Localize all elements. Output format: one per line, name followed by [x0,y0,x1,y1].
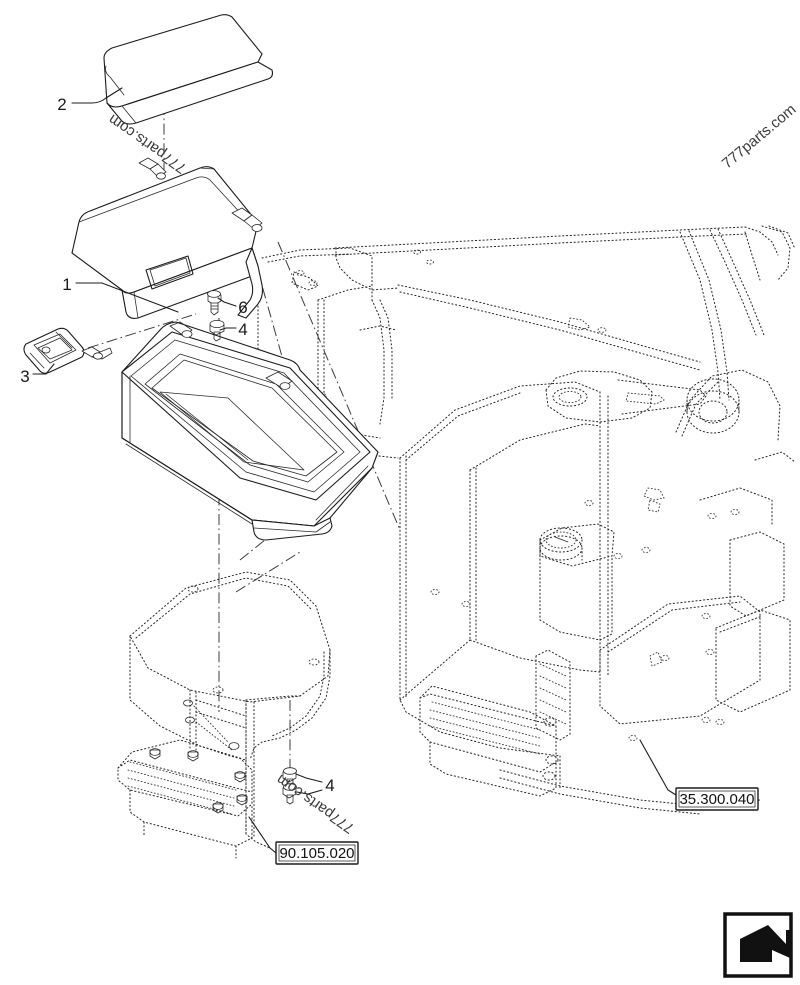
part-lid-cover [103,14,274,125]
part-toolbox-lid-panel [71,157,264,319]
reference-label-35-300-040: 35.300.040 [679,791,754,808]
watermark-top-right: 777parts.com [719,101,800,172]
reference-box-90-105-020[interactable]: 90.105.020 [275,841,359,865]
reference-label-90-105-020: 90.105.020 [279,845,354,862]
bracket-fastener-set [149,699,248,814]
fastener-nut-4-lower-a [282,767,297,788]
orientation-logo [723,912,793,978]
hinge-pin-right [231,207,263,232]
fastener-nut-4-upper [209,319,225,342]
fastener-bolt-6 [207,290,222,316]
callout-numbers: 2 1 3 6 4 4 [20,95,334,795]
part-toolbox-body [121,321,379,541]
hinge-pin-left [138,157,167,180]
callout-4-upper-label: 4 [238,320,247,339]
reference-box-35-300-040[interactable]: 35.300.040 [675,787,759,811]
callout-4-lower-label: 4 [325,776,334,795]
lower-left-bracket-assembly [117,571,331,859]
callout-2-label: 2 [57,95,66,114]
callout-3-label: 3 [20,367,29,386]
callout-1-label: 1 [62,275,71,294]
machine-context-phantom [257,225,796,815]
leader-lines [32,87,677,854]
callout-6-label: 6 [238,298,247,317]
fastener-nut-4-lower-b [282,783,297,805]
part-latch-handle [23,327,113,374]
